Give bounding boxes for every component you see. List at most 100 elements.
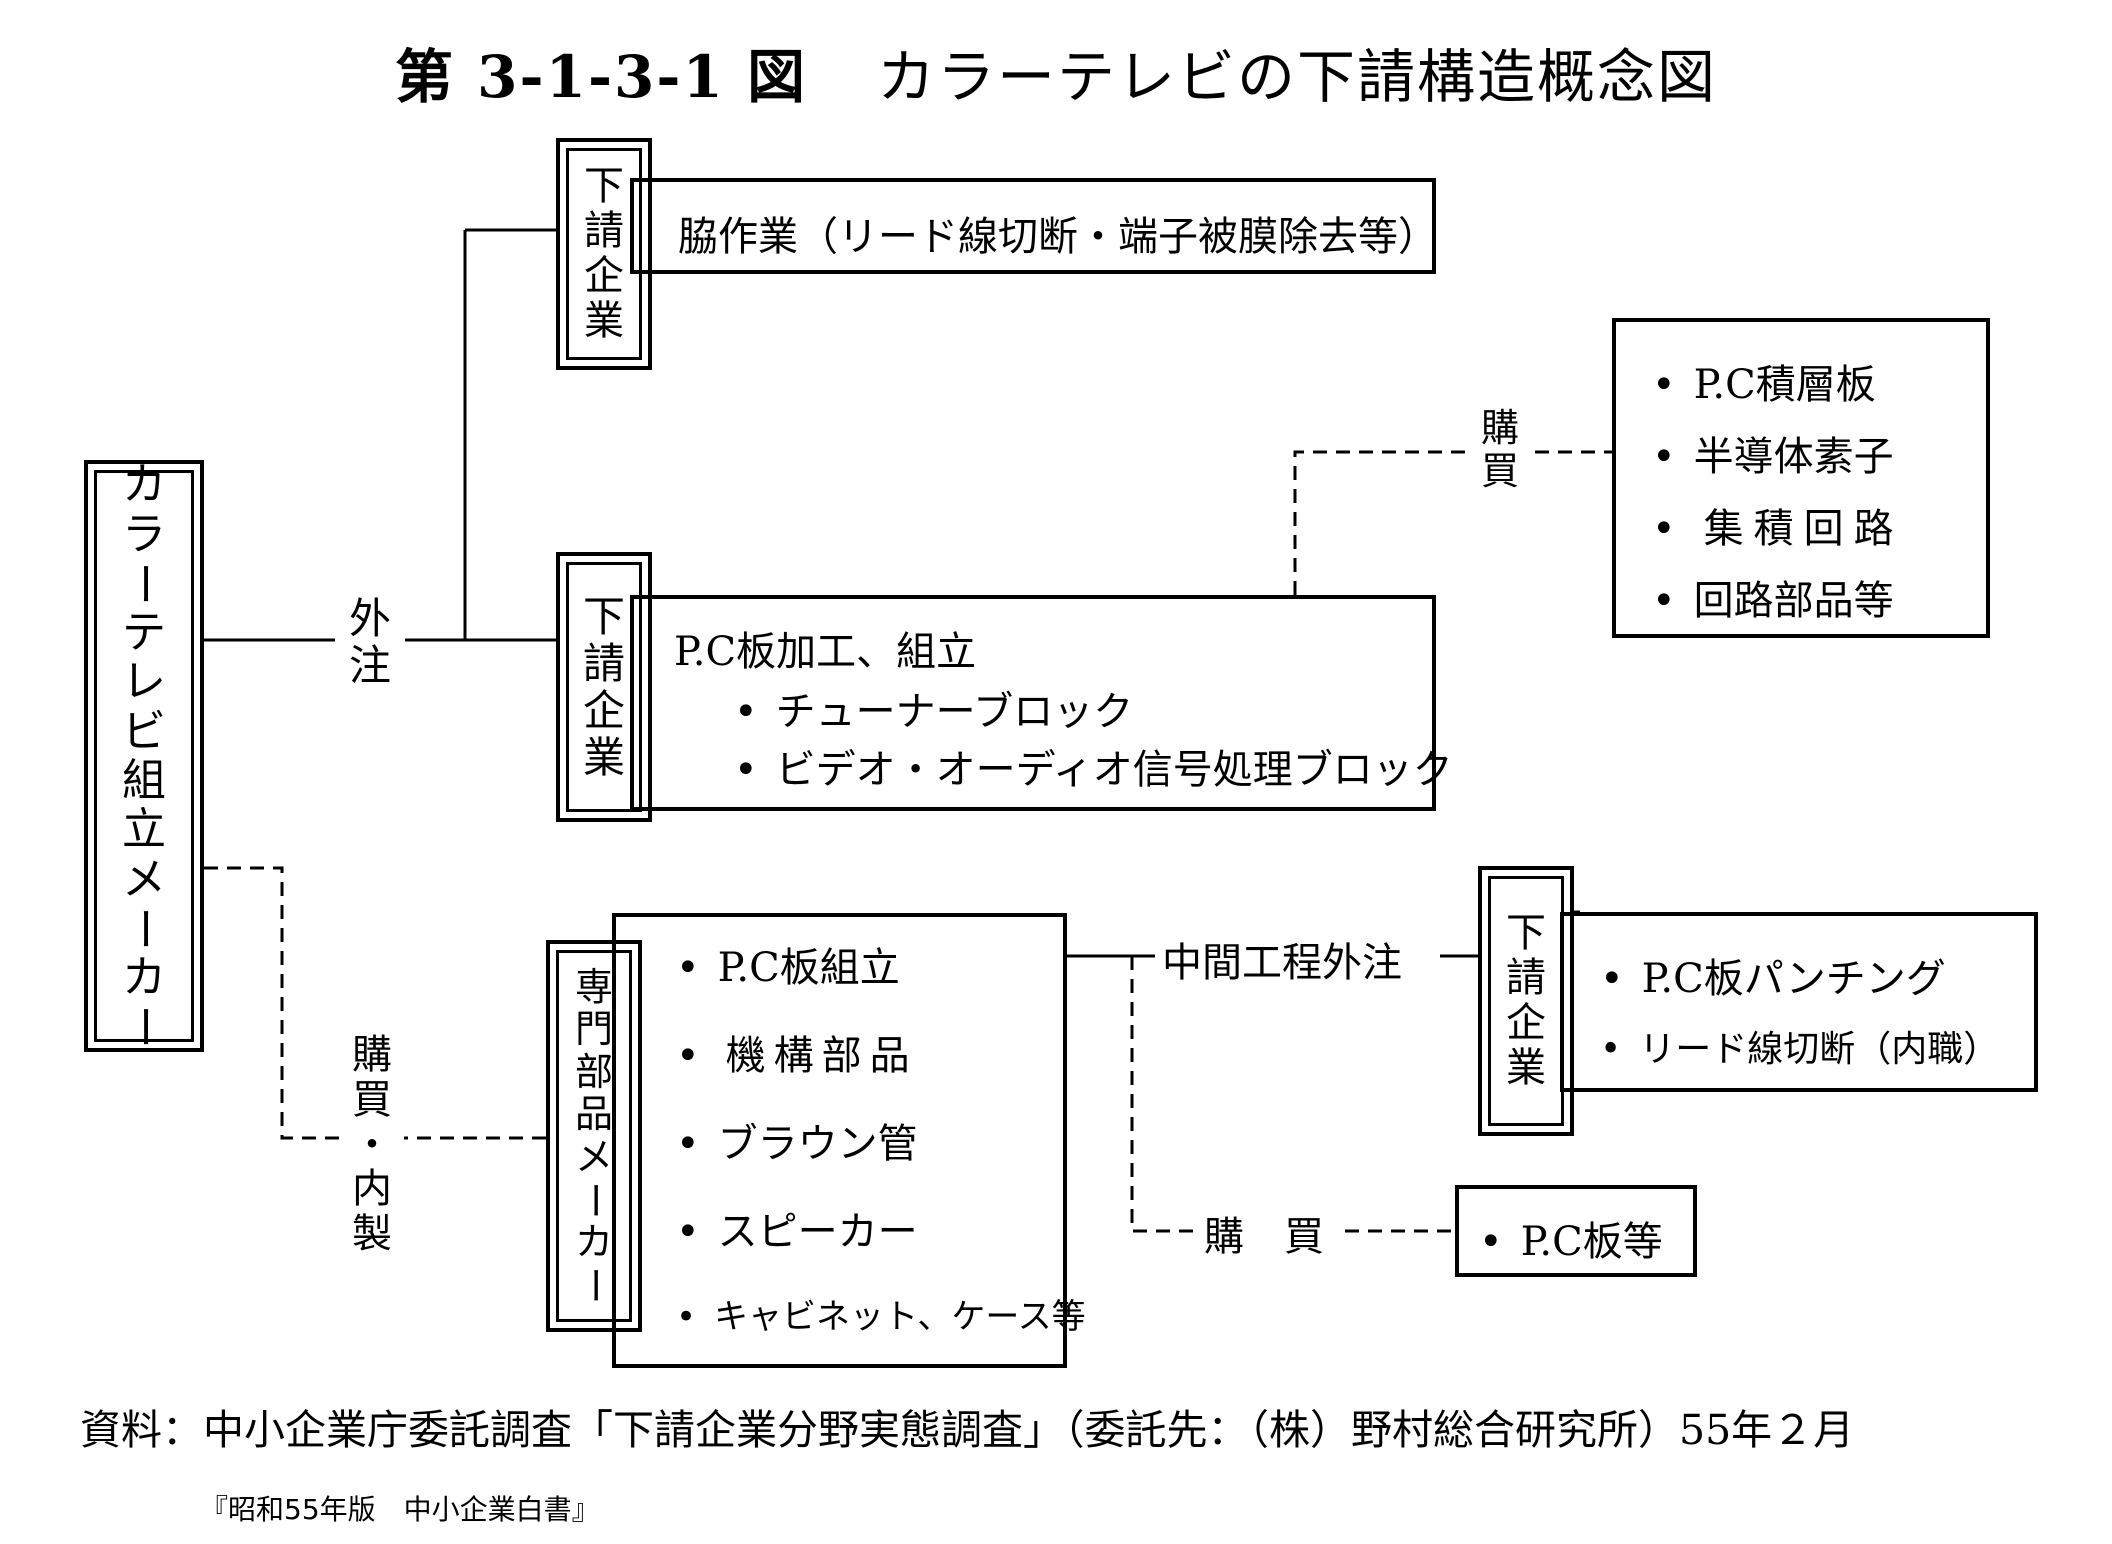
maker-label: カラーテレビ組立メーカー	[94, 460, 194, 1049]
vertical-char: ・	[352, 1121, 392, 1168]
subcon-top-label: 下請企業	[566, 148, 642, 360]
vertical-char: カ	[122, 459, 166, 511]
subcon-top-work: 脇作業（リード線切断・端子被膜除去等）	[678, 214, 1438, 260]
subcon-bottom-item-text: P.C板パンチング	[1641, 956, 1946, 1002]
vertical-char: 内	[352, 1166, 392, 1213]
edge-label-outsource: 外注	[340, 586, 400, 698]
vertical-char: 請	[584, 208, 624, 255]
parts-maker-item-text: 機構部品	[725, 1033, 918, 1079]
vertical-char: ビ	[122, 705, 166, 757]
vertical-char: 業	[584, 297, 624, 344]
purchased-part: •回路部品等	[1652, 568, 1894, 626]
purchased-parts-box: • P.C積層板 •半導体素子 • 集積回路 •回路部品等	[1612, 318, 1990, 638]
vertical-char: テ	[122, 607, 166, 659]
bullet: •	[1600, 956, 1624, 1002]
parts-maker-label: 専門部品メーカー	[556, 950, 632, 1322]
purchased-part: • P.C積層板	[1652, 352, 1876, 410]
citation: 『昭和55年版 中小企業白書』	[200, 1493, 600, 1526]
bullet: •	[676, 1297, 697, 1337]
subcon-mid-item-text: ビデオ・オーディオ信号処理ブロック	[775, 747, 1453, 793]
vertical-char: 購	[1480, 406, 1519, 451]
figure-caption: カラーテレビの下請構造概念図	[877, 43, 1718, 111]
vertical-char: ー	[572, 1265, 617, 1304]
purchased-part: •半導体素子	[1652, 424, 1894, 482]
purchase-pc-item: • P.C板等	[1479, 1209, 1663, 1267]
subcon-mid-item: • ビデオ・オーディオ信号処理ブロック	[734, 737, 1453, 795]
parts-maker-item: • 機構部品	[676, 1023, 918, 1081]
purchased-part-text: 集積回路	[1703, 506, 1904, 552]
vertical-char: 下	[584, 163, 624, 210]
edge-label-purchase-top: 購買	[1470, 400, 1530, 500]
vertical-char: 注	[348, 641, 391, 690]
vertical-char: ー	[118, 906, 170, 951]
vertical-char: 品	[574, 1092, 613, 1137]
vertical-char: 業	[582, 733, 625, 783]
purchase-pc-item-text: P.C板等	[1520, 1219, 1663, 1265]
subcon-bottom-item: • リード線切断（内職）	[1600, 1020, 1999, 1072]
purchased-part-text: P.C積層板	[1693, 362, 1876, 408]
parts-maker-item-text: P.C板組立	[717, 945, 900, 991]
subcon-mid-work-box: P.C板加工、組立 • チューナーブロック • ビデオ・オーディオ信号処理ブロック	[630, 595, 1453, 811]
subcon-mid-heading: P.C板加工、組立	[674, 629, 977, 675]
vertical-char: 企	[582, 686, 625, 735]
parts-maker-item-text: スピーカー	[717, 1209, 918, 1255]
vertical-char: 請	[582, 638, 625, 688]
vertical-char: 下	[582, 591, 625, 641]
parts-maker-work-box: •P.C板組立 •機構部品 •ブラウン管 •スピーカー •キャビネット、ケース等	[612, 913, 1086, 1368]
figure-title: 第 3-1-3-1 図 カラーテレビの下請構造概念図	[0, 30, 2112, 114]
vertical-char: 買	[1480, 449, 1519, 493]
vertical-char: ー	[572, 1180, 617, 1219]
subcon-top-work-box: 脇作業（リード線切断・端子被膜除去等）	[630, 178, 1438, 274]
maker-box: カラーテレビ組立メーカー	[84, 460, 204, 1052]
vertical-char: 企	[584, 253, 624, 299]
vertical-char: ー	[118, 561, 170, 606]
subcon-bottom-label: 下請企業	[1488, 876, 1564, 1126]
vertical-char: カ	[574, 1220, 613, 1265]
subcon-mid-item-text: チューナーブロック	[775, 689, 1134, 735]
vertical-char: 外	[348, 593, 391, 643]
vertical-char: 企	[1506, 1000, 1546, 1046]
edge-label-purchase-inhouse: 購買・内製	[340, 1030, 404, 1260]
parts-maker-item-text: ブラウン管	[717, 1121, 918, 1167]
vertical-char: ラ	[122, 508, 166, 560]
bullet: •	[1600, 1029, 1622, 1070]
subcon-mid-label: 下請企業	[566, 562, 642, 812]
edge-label-purchase-bottom: 購 買	[1200, 1204, 1328, 1262]
edge-label-intermediate: 中間工程外注	[1158, 930, 1406, 988]
vertical-char: 請	[1506, 955, 1546, 1002]
bullet: •	[1652, 362, 1676, 408]
line-purchase-inhouse	[204, 866, 550, 1140]
subcon-bottom-work-box: • P.C板パンチング • リード線切断（内職）	[1560, 912, 2038, 1092]
bullet: •	[734, 689, 758, 735]
vertical-char: レ	[122, 656, 166, 708]
subcon-bottom-item-text: リード線切断（内職）	[1639, 1029, 2000, 1070]
vertical-char: ー	[118, 1004, 170, 1049]
vertical-char: 部	[574, 1049, 613, 1094]
bullet: •	[676, 1033, 708, 1079]
bullet: •	[1652, 434, 1676, 480]
subcon-mid-box: 下請企業	[556, 552, 652, 822]
vertical-char: 下	[1506, 910, 1546, 957]
line-purchase-bottom	[1130, 956, 1198, 1233]
vertical-char: 立	[122, 804, 166, 856]
purchase-pc-box: • P.C板等	[1455, 1185, 1697, 1277]
vertical-char: 専	[574, 964, 613, 1009]
subcon-bottom-box: 下請企業	[1478, 866, 1574, 1136]
source-note: 資料：中小企業庁委託調査「下請企業分野実態調査」（委託先：（株）野村総合研究所）…	[80, 1406, 1855, 1454]
subcon-top-box: 下請企業	[556, 138, 652, 370]
parts-maker-item-text: キャビネット、ケース等	[714, 1297, 1086, 1337]
bullet: •	[1479, 1219, 1503, 1265]
vertical-char: メ	[574, 1135, 613, 1179]
vertical-char: 製	[352, 1211, 392, 1258]
subcon-mid-item: • チューナーブロック	[734, 679, 1133, 737]
purchased-part-text: 回路部品等	[1693, 578, 1894, 624]
bullet: •	[676, 1209, 700, 1255]
vertical-char: 業	[1506, 1044, 1546, 1091]
bullet: •	[676, 945, 700, 991]
line-purchase-top	[1293, 450, 1465, 595]
figure-number: 第 3-1-3-1 図	[394, 43, 807, 111]
parts-maker-item: • キャビネット、ケース等	[676, 1289, 1086, 1338]
vertical-char: 買	[352, 1076, 392, 1123]
bullet: •	[734, 747, 758, 793]
parts-maker-item: •ブラウン管	[676, 1111, 918, 1169]
